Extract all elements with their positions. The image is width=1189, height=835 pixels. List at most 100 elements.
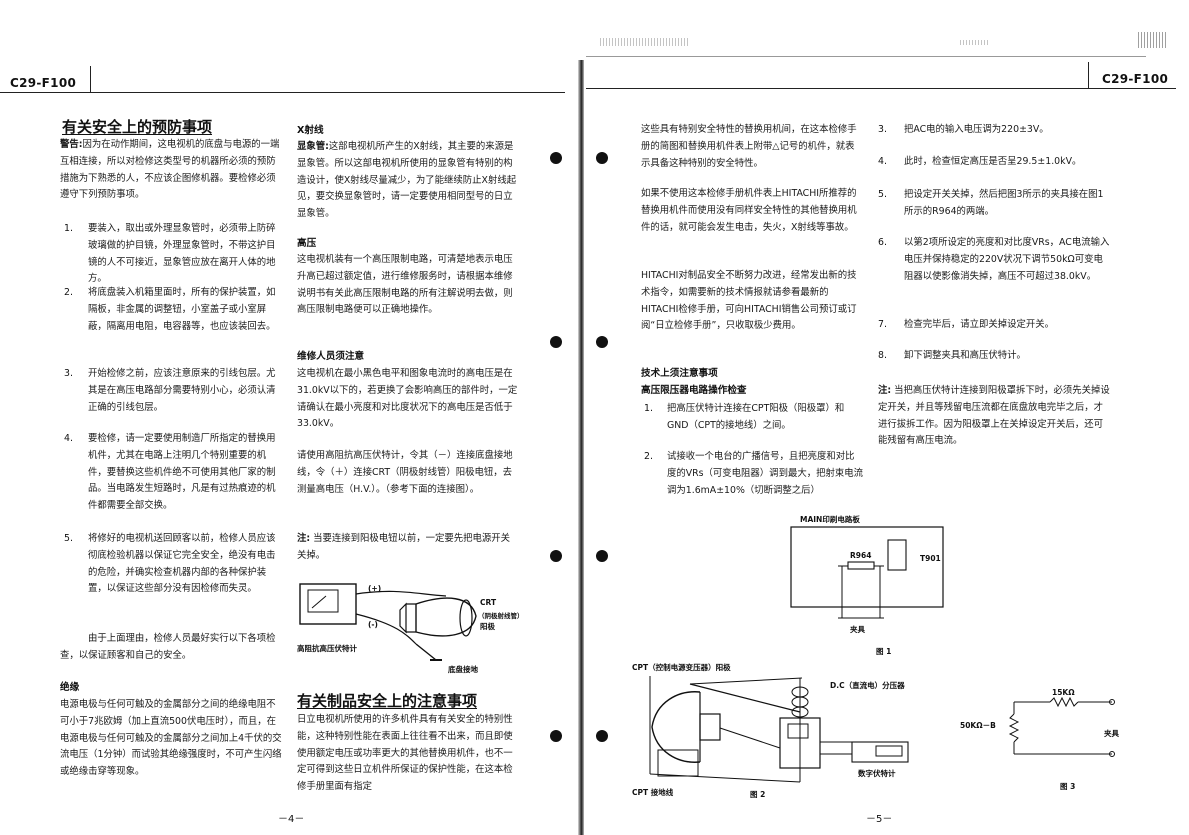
- fig3-clamp-label: 夹具: [1104, 729, 1119, 738]
- right-note-text: 当把高压伏特计连接到阳极罩拆下时，必须先关掉设定开关，并且等残留电压流都在底盘放…: [878, 385, 1110, 447]
- fig2-meter-label: 数字伏特计: [858, 769, 896, 778]
- step-text: 把高压伏特计连接在CPT阳极（阳极罩）和GND（CPT的接地线）之间。: [667, 403, 845, 431]
- fig2-cpt-label: CPT（控制电源变压器）阳极: [632, 663, 731, 672]
- product-safety-title: 有关制品安全上的注意事项: [297, 692, 478, 710]
- fig2-dc-label: D.C（直流电）分压器: [830, 681, 905, 690]
- conclusion-paragraph: 由于上面理由，检修人员最好实行以下各项检查，以保证顾客和自己的安全。: [60, 633, 276, 661]
- warning-label: 警告:: [60, 139, 83, 150]
- product-safety-text: 日立电视机所使用的许多机件具有有关安全的特别性能，这种特别性能在表面上往往看不出…: [297, 714, 513, 793]
- scan-noise-top-2: [960, 40, 990, 45]
- right-note-paragraph: 注: 当把高压伏特计连接到阳极罩拆下时，必须先关掉设定开关，并且等残留电压流都在…: [878, 383, 1110, 450]
- step-number: 4.: [878, 156, 887, 167]
- item-number: 3.: [64, 368, 73, 379]
- step-number: 5.: [878, 189, 887, 200]
- precaution-item: 开始检修之前，应该注意原来的引线包层。尤其是在高压电路部分需要特别小心，必须认清…: [88, 368, 276, 413]
- hv-limiter-check-title: 高压限压器电路操作检查: [641, 385, 747, 396]
- diagram-crt-sub-label: （阴极射线管）: [478, 612, 524, 620]
- high-voltage-text: 这电视机装有一个高压限制电路，可清楚地表示电压升高已超过额定值，进行维修服务时，…: [297, 254, 513, 316]
- binding-hole: [550, 730, 562, 742]
- step-text: 以第2项所设定的亮度和对比度VRs，AC电流输入电压并保持稳定的220V状况下调…: [904, 237, 1110, 282]
- left-page-number: －4－: [278, 814, 305, 825]
- step-number: 2.: [644, 451, 653, 462]
- step-text: 试接收一个电台的广播信号，且把亮度和对比度的VRs（可变电阻器）调到最大，把射束…: [667, 451, 863, 496]
- binding-hole: [596, 152, 608, 164]
- xray-text: 这部电视机所产生的X射线，其主要的来源是显象管。所以这部电视机所使用的显象管有特…: [297, 141, 517, 220]
- warning-paragraph: 警告:因为在动作期间，这电视机的底盘与电源的一端互相连接，所以对检修这类型号的机…: [60, 137, 282, 204]
- right-header-tick: [1088, 62, 1089, 88]
- binding-hole: [550, 550, 562, 562]
- fig2-ground-label: CPT 接地线: [632, 788, 674, 797]
- xray-label: 显象管:: [297, 141, 329, 152]
- right-top-rule: [586, 56, 1146, 57]
- binding-hole: [550, 152, 562, 164]
- precaution-item: 将底盘装入机箱里面时，所有的保护装置，如隔板，非金属的调整钮，小室盖子或小室屏蔽…: [88, 287, 276, 332]
- maintenance-title: 维修人员须注意: [297, 351, 365, 362]
- crt-connection-diagram: [299, 583, 477, 661]
- page-fold: [578, 60, 584, 835]
- xray-title: X射线: [297, 125, 324, 136]
- left-header-tick: [90, 66, 91, 92]
- insulation-text: 电源电极与任何可触及的金属部分之间的绝缘电阻不可小于7兆欧姆（加上直流500伏电…: [60, 699, 282, 778]
- step-text: 把设定开关关掉，然后把图3所示的夹具接在图1所示的R964的两端。: [904, 189, 1104, 217]
- diagram-anode-label: 阳极: [480, 622, 495, 631]
- precaution-item: 要检修，请一定要使用制造厂所指定的替换用机件，尤其在电路上注明几个特别重要的机件…: [88, 433, 276, 512]
- binding-hole: [550, 336, 562, 348]
- step-text: 把AC电的输入电压调为220±3V。: [904, 124, 1049, 135]
- diagram-crt-label: CRT: [480, 598, 497, 607]
- step-text: 此时，检查恒定高压是否呈29.5±1.0kV。: [904, 156, 1082, 167]
- fig1-r964-label: R964: [850, 551, 872, 560]
- fig3-15k-label: 15KΩ: [1052, 688, 1075, 697]
- maintenance-text-2: 请使用高阻抗高压伏特计，令其（－）连接底盘接地线，令（＋）连接CRT（阴极射线管…: [297, 450, 513, 495]
- scan-noise-corner: [1138, 32, 1168, 48]
- fig1-clamp-label: 夹具: [850, 625, 865, 634]
- precaution-item: 将修好的电视机送回顾客以前，检修人员应该彻底检验机器以保证它完全安全，绝没有电击…: [88, 533, 276, 595]
- right-page-number: －5－: [866, 814, 893, 825]
- note-paragraph: 注: 当要连接到阳极电钮以前，一定要先把电源开关关掉。: [297, 531, 519, 565]
- item-number: 4.: [64, 433, 73, 444]
- technical-notes-title: 技术上须注意事项: [641, 368, 718, 379]
- fig1-caption: 图 1: [876, 647, 892, 656]
- right-header-rule: [586, 88, 1176, 89]
- binding-hole: [596, 550, 608, 562]
- hitachi-parts-paragraph: 如果不使用这本检修手册机件表上HITACHI所推荐的替换用机件而使用没有同样安全…: [641, 188, 857, 233]
- right-note-label: 注:: [878, 385, 892, 396]
- step-number: 3.: [878, 124, 887, 135]
- insulation-title: 绝缘: [60, 682, 80, 693]
- scan-noise-top: [600, 38, 690, 46]
- left-header-rule: [0, 92, 565, 93]
- step-number: 1.: [644, 403, 653, 414]
- diagram-minus-label: (-): [368, 620, 378, 629]
- safety-precautions-title: 有关安全上的预防事项: [62, 118, 213, 136]
- fig1-board-label: MAIN印刷电路板: [800, 515, 860, 524]
- fig2-hv-measurement-diagram: [649, 676, 909, 783]
- hitachi-improvement-paragraph: HITACHI对制品安全不断努力改进，经常发出新的技术指令，如需要新的技术情报就…: [641, 270, 857, 332]
- diagram-ground-label: 底盘接地: [448, 665, 478, 674]
- diagram-plus-label: (+): [368, 584, 382, 593]
- step-number: 7.: [878, 319, 887, 330]
- warning-text: 因为在动作期间，这电视机的底盘与电源的一端互相连接，所以对检修这类型号的机器所必…: [60, 139, 280, 201]
- step-text: 卸下调整夹具和高压伏特计。: [904, 350, 1026, 361]
- fig1-t901-label: T901: [920, 554, 941, 563]
- item-number: 5.: [64, 533, 73, 544]
- binding-hole: [596, 336, 608, 348]
- fig1-pcb-diagram: [790, 526, 944, 619]
- note-label: 注:: [297, 533, 311, 544]
- xray-paragraph: 显象管:这部电视机所产生的X射线，其主要的来源是显象管。所以这部电视机所使用的显…: [297, 139, 519, 223]
- step-number: 8.: [878, 350, 887, 361]
- step-text: 检查完毕后，请立即关掉设定开关。: [904, 319, 1055, 330]
- maintenance-text-1: 这电视机在最小黑色电平和图象电流时的高电压是在31.0kV以下的，若更换了会影响…: [297, 368, 518, 430]
- fig2-caption: 图 2: [750, 790, 766, 799]
- fig3-caption: 图 3: [1060, 782, 1076, 791]
- note-text: 当要连接到阳极电钮以前，一定要先把电源开关关掉。: [297, 533, 510, 561]
- binding-hole: [596, 730, 608, 742]
- precaution-item: 要装入，取出或外理显象管时，必须带上防碎玻璃做的护目镜，外理显象管时，不带这护目…: [88, 223, 276, 285]
- step-number: 6.: [878, 237, 887, 248]
- fig3-50k-label: 50KΩ－B: [960, 721, 996, 730]
- special-parts-paragraph: 这些具有特别安全特性的替换用机间，在这本检修手册的简图和替换用机件表上附带△记号…: [641, 124, 857, 169]
- left-model-header: C29-F100: [10, 76, 77, 90]
- item-number: 1.: [64, 223, 73, 234]
- diagram-meter-label: 高阻抗高压伏特计: [297, 644, 357, 653]
- fig3-clamp-circuit: [1008, 696, 1115, 757]
- right-model-header: C29-F100: [1102, 72, 1169, 86]
- item-number: 2.: [64, 287, 73, 298]
